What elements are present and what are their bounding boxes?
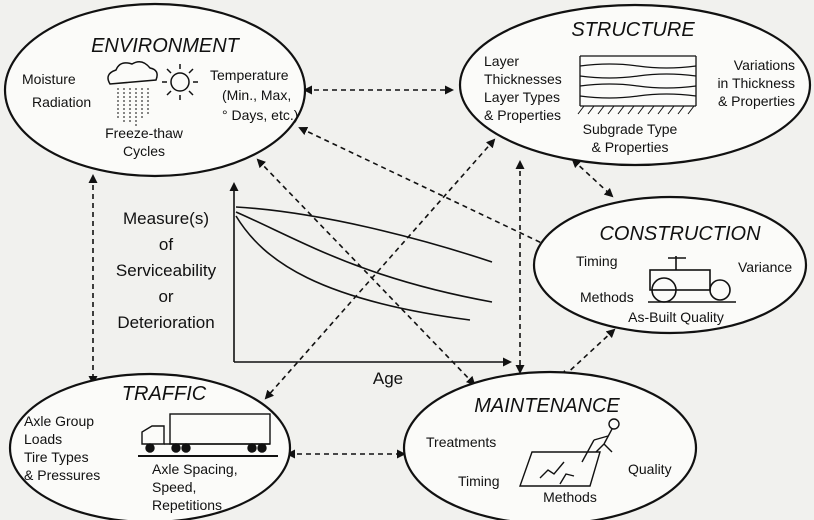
construction-node: CONSTRUCTION Timing Variance Methods As-… bbox=[532, 195, 808, 335]
environment-freeze-1: Freeze-thaw bbox=[105, 125, 184, 141]
structure-sub-1: Subgrade Type bbox=[583, 121, 678, 137]
maintenance-title: MAINTENANCE bbox=[474, 395, 620, 417]
construction-title: CONSTRUCTION bbox=[599, 223, 761, 245]
chart-ylabel-3: Serviceability bbox=[116, 261, 217, 280]
environment-title: ENVIRONMENT bbox=[91, 35, 241, 57]
structure-sub-2: & Properties bbox=[591, 139, 668, 155]
maintenance-methods: Methods bbox=[543, 489, 597, 505]
rain-cloud-icon bbox=[107, 61, 158, 126]
connector-structure-traffic bbox=[264, 138, 496, 400]
environment-node: ENVIRONMENT Moisture Radiation Freeze-th… bbox=[3, 2, 307, 178]
structure-title: STRUCTURE bbox=[571, 19, 695, 41]
structure-var-3: & Properties bbox=[718, 93, 795, 109]
connector-structure-construction bbox=[571, 158, 614, 198]
structure-node: STRUCTURE Layer Thicknesses Layer Types … bbox=[458, 3, 812, 167]
traffic-l3: Tire Types bbox=[24, 449, 89, 465]
connectors bbox=[88, 85, 616, 459]
traffic-l1: Axle Group bbox=[24, 413, 94, 429]
construction-asbuilt: As-Built Quality bbox=[628, 309, 724, 325]
connector-construction-maintenance bbox=[560, 328, 616, 380]
structure-layer-2: Thicknesses bbox=[484, 71, 562, 87]
maintenance-treatments: Treatments bbox=[426, 434, 496, 450]
sun-icon bbox=[162, 64, 198, 100]
environment-temp-1: Temperature bbox=[210, 67, 289, 83]
structure-var-2: in Thickness bbox=[717, 75, 795, 91]
construction-methods: Methods bbox=[580, 289, 634, 305]
construction-variance: Variance bbox=[738, 259, 792, 275]
traffic-title: TRAFFIC bbox=[122, 383, 207, 405]
chart-ylabel-2: of bbox=[159, 235, 173, 254]
environment-radiation: Radiation bbox=[32, 94, 91, 110]
pavement-layers-icon bbox=[577, 55, 697, 115]
truck-icon bbox=[138, 413, 278, 457]
connector-environment-maintenance bbox=[256, 158, 476, 386]
traffic-r1: Axle Spacing, bbox=[152, 461, 238, 477]
curve-upper bbox=[235, 206, 493, 263]
chart-ylabel-1: Measure(s) bbox=[123, 209, 209, 228]
construction-timing: Timing bbox=[576, 253, 618, 269]
traffic-l4: & Pressures bbox=[24, 467, 100, 483]
maintenance-node: MAINTENANCE Treatments Timing Quality Me… bbox=[402, 370, 698, 520]
traffic-l2: Loads bbox=[24, 431, 62, 447]
structure-layer-3: Layer Types bbox=[484, 89, 560, 105]
connector-environment-construction bbox=[298, 126, 550, 248]
maintenance-quality: Quality bbox=[628, 461, 672, 477]
road-roller-icon bbox=[648, 256, 736, 303]
environment-freeze-2: Cycles bbox=[123, 143, 165, 159]
maintenance-timing: Timing bbox=[458, 473, 500, 489]
road-worker-icon bbox=[519, 418, 620, 487]
traffic-r3: Repetitions bbox=[152, 497, 222, 513]
chart-ylabel-4: or bbox=[158, 287, 173, 306]
chart-xlabel: Age bbox=[373, 369, 403, 388]
structure-var-1: Variations bbox=[734, 57, 795, 73]
structure-layer-4: & Properties bbox=[484, 107, 561, 123]
environment-temp-3: ° Days, etc.) bbox=[222, 107, 298, 123]
traffic-node: TRAFFIC Axle Group Loads Tire Types & Pr… bbox=[8, 372, 292, 520]
chart-ylabel-5: Deterioration bbox=[117, 313, 214, 332]
structure-layer-1: Layer bbox=[484, 53, 519, 69]
environment-moisture: Moisture bbox=[22, 71, 76, 87]
curve-lower bbox=[235, 215, 471, 321]
serviceability-chart: Measure(s) of Serviceability or Deterior… bbox=[116, 182, 512, 388]
curve-middle bbox=[235, 211, 493, 303]
traffic-r2: Speed, bbox=[152, 479, 196, 495]
environment-temp-2: (Min., Max, bbox=[222, 87, 291, 103]
